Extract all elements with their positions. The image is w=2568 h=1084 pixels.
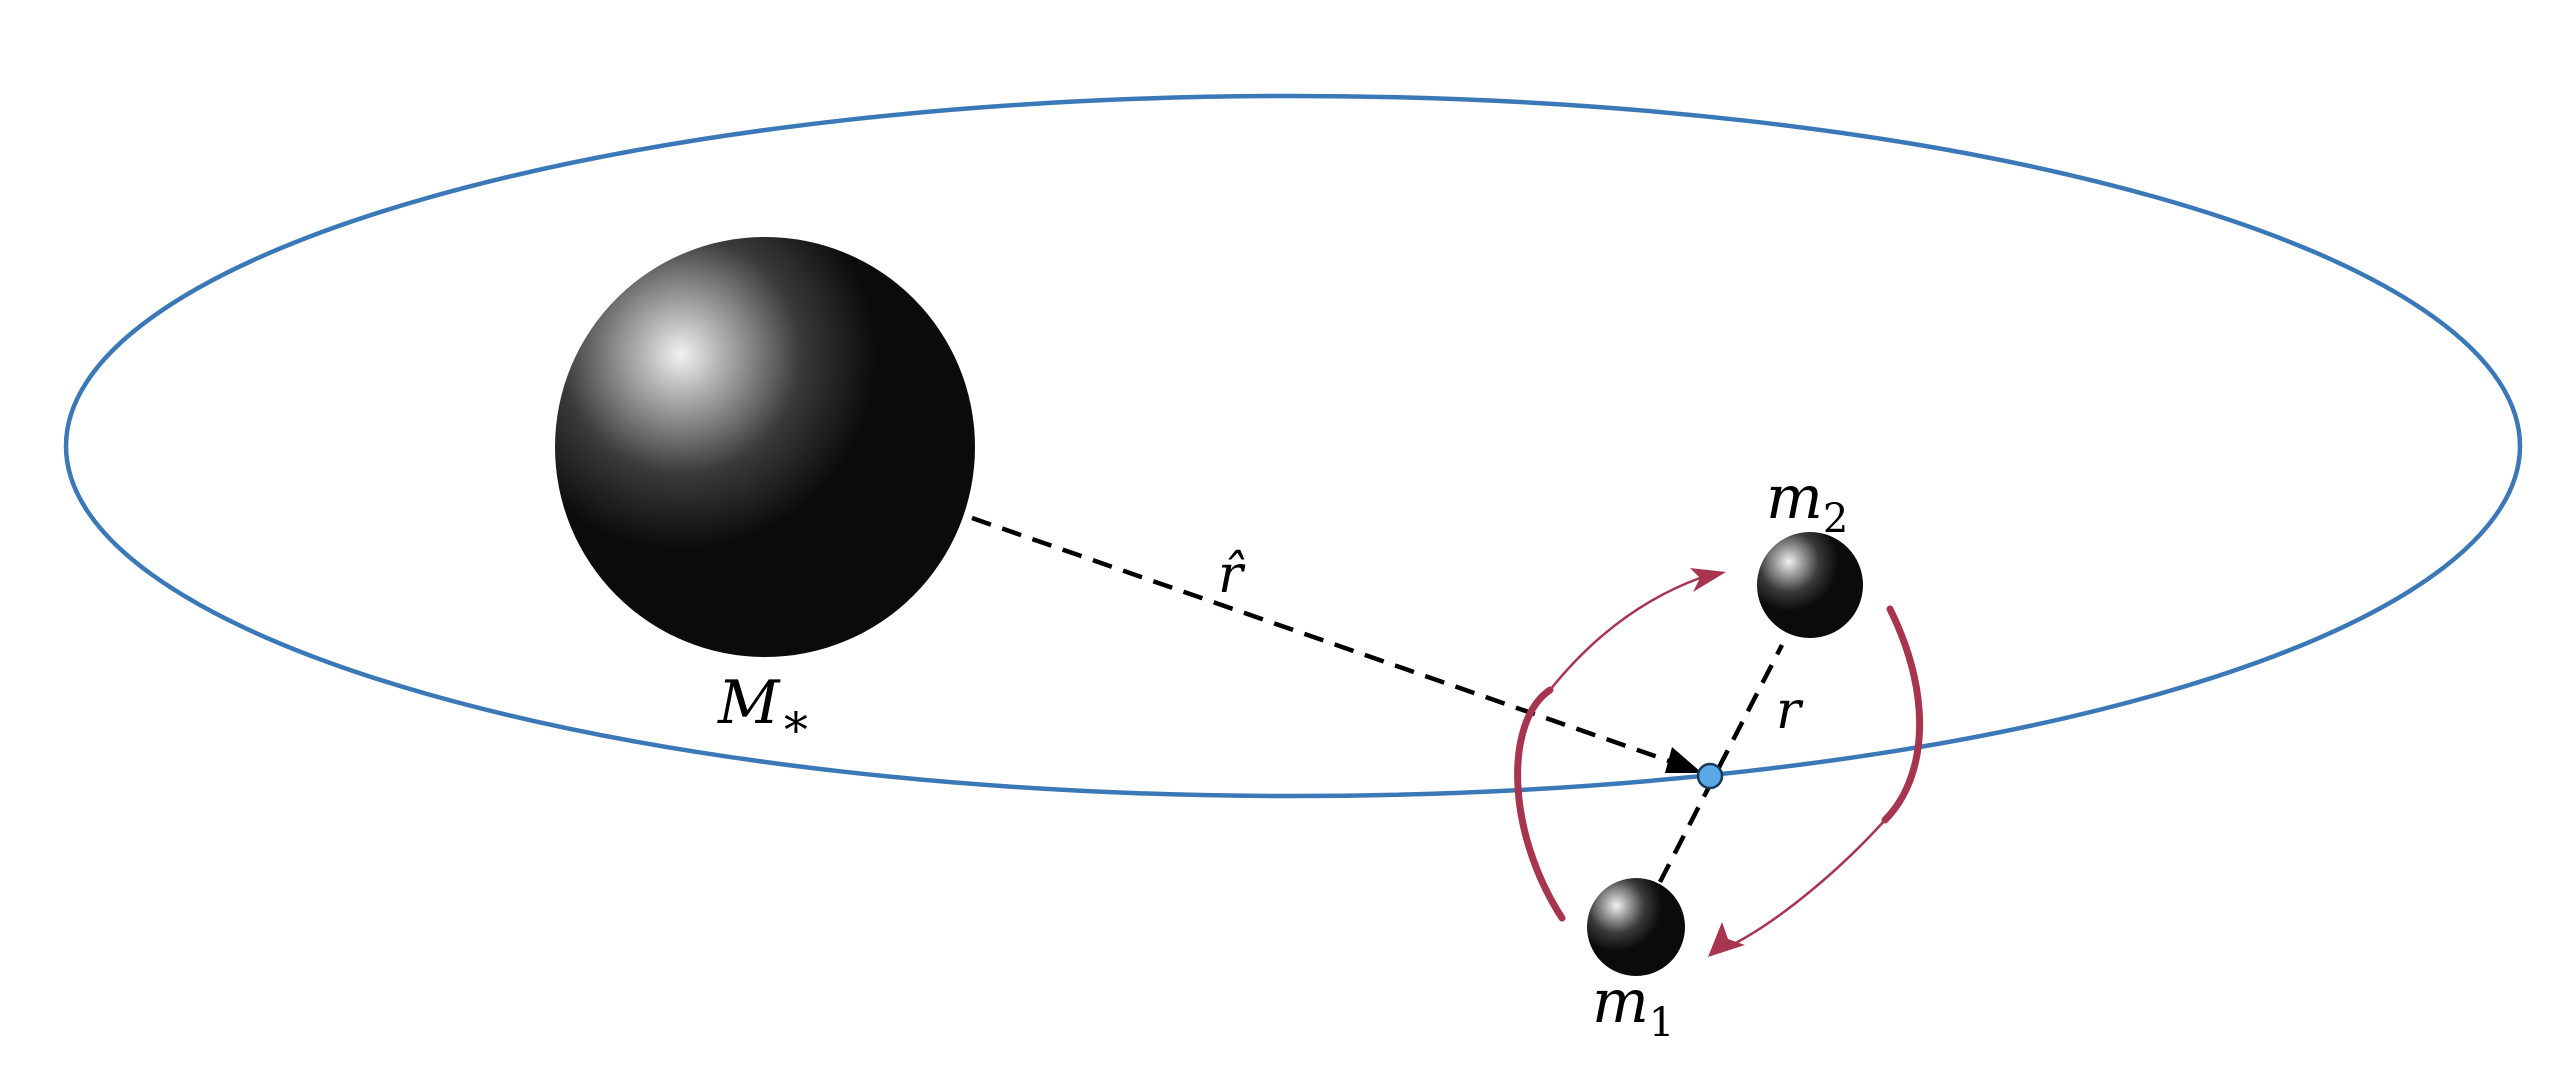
- mass-1-sphere: [1587, 878, 1685, 976]
- center-of-mass-point: [1696, 762, 1724, 790]
- rotation-arrow-right: [1708, 605, 1924, 957]
- separation-dashed-line: [1657, 643, 1785, 884]
- mass-1-label: m1: [1592, 967, 1674, 1046]
- r-hat-dashed-vector: [971, 515, 1696, 773]
- central-mass-label: M∗: [717, 668, 812, 749]
- rotation-arrow-left: [1514, 568, 1726, 922]
- r-hat-label: r̂: [1218, 545, 1246, 605]
- orbit-ellipse: [63, 93, 2523, 799]
- mass-2-label: m2: [1766, 463, 1848, 542]
- separation-label: r: [1776, 681, 1804, 741]
- r-hat-arrowhead: [1665, 747, 1702, 773]
- central-mass-sphere: [555, 237, 975, 657]
- mass-2-sphere: [1757, 532, 1863, 638]
